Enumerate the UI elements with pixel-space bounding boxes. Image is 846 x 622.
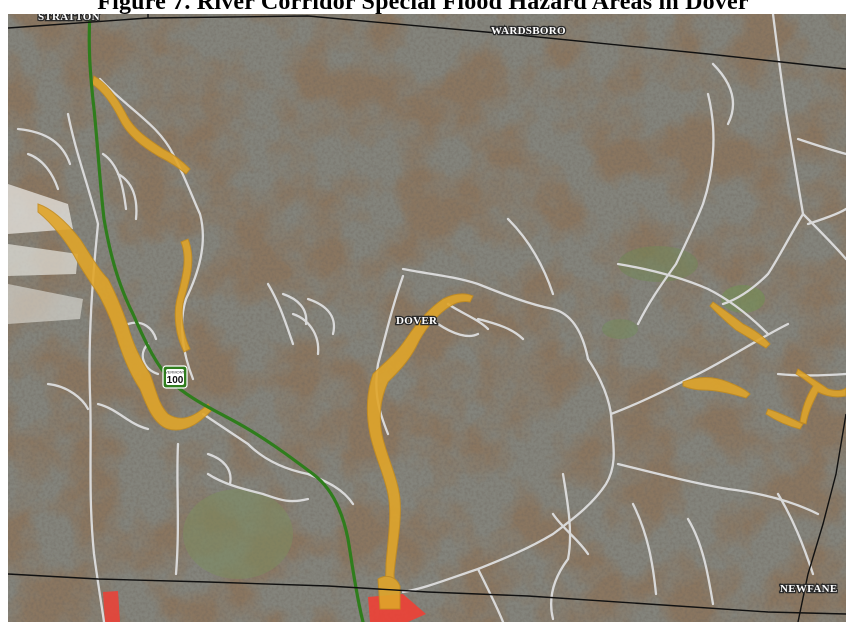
figure-title: Figure 7. River Corridor Special Flood H… <box>97 0 749 15</box>
town-label-newfane: NEWFANE <box>780 583 838 595</box>
town-label-dover: DOVER <box>396 315 438 327</box>
town-labels: STRATTON WARDSBORO DOVER NEWFANE <box>37 14 839 596</box>
map-canvas[interactable]: STRATTON WARDSBORO DOVER NEWFANE VERMONT… <box>8 14 846 622</box>
flood-hazard-areas <box>37 75 846 610</box>
town-label-wardsboro: WARDSBORO <box>491 25 566 37</box>
route-100-shield[interactable]: VERMONT 100 <box>162 365 188 389</box>
shield-face <box>166 369 184 385</box>
shield-route-number: 100 <box>167 375 184 386</box>
town-boundaries <box>8 14 846 622</box>
shield-state-label: VERMONT <box>165 370 186 375</box>
map-view[interactable]: STRATTON WARDSBORO DOVER NEWFANE VERMONT… <box>8 14 846 622</box>
town-label-stratton: STRATTON <box>38 14 100 23</box>
